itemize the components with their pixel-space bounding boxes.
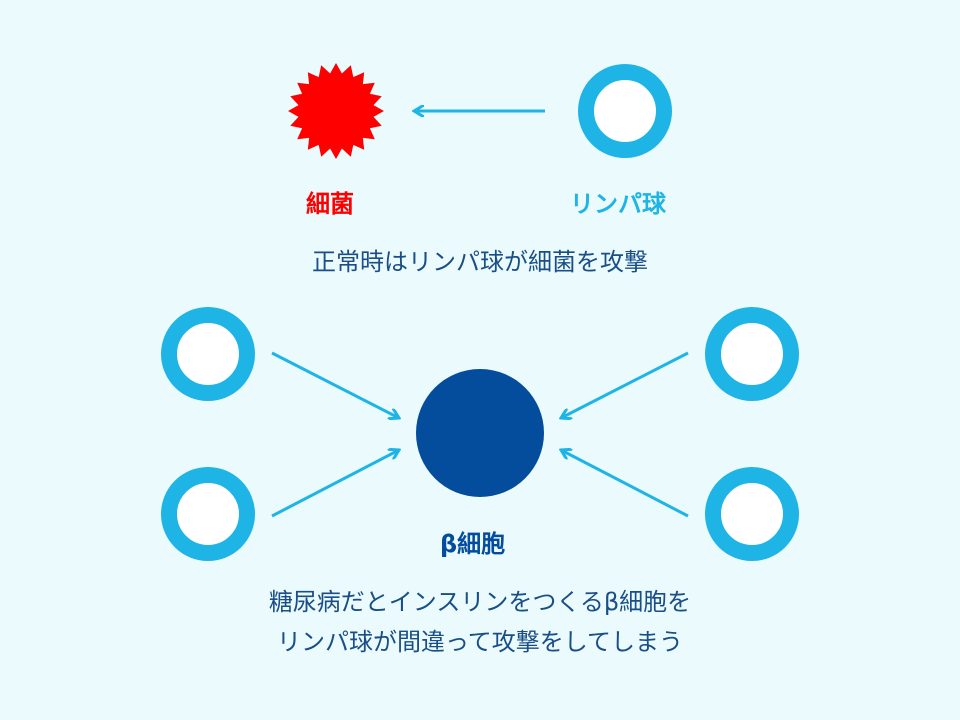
bacteria-label: 細菌: [306, 190, 354, 218]
lymphocyte-label: リンパ球: [570, 190, 666, 218]
bottom-caption-line-1: 糖尿病だとインスリンをつくるβ細胞を: [268, 588, 692, 616]
arrow-top-right-to-beta-cell: [561, 351, 689, 418]
lymphocyte-ring-bottom-left: [161, 467, 255, 561]
bacteria-shape: [288, 63, 384, 159]
bottom-caption-line-2: リンパ球が間違って攻撃をしてしまう: [276, 628, 684, 656]
lymphocyte-ring-bottom-right: [705, 467, 799, 561]
arrow-top-left-to-beta-cell: [271, 351, 399, 418]
beta-cell-label: β細胞: [440, 530, 506, 558]
lymphocyte-ring-top: [578, 64, 672, 158]
top-caption: 正常時はリンパ球が細菌を攻撃: [312, 248, 648, 276]
arrow-bottom-right-to-beta-cell: [561, 450, 689, 518]
lymphocyte-ring-top-right: [705, 307, 799, 401]
arrow-bottom-left-to-beta-cell: [271, 450, 399, 518]
lymphocyte-ring-top-left: [161, 307, 255, 401]
beta-cell-circle: [416, 369, 544, 497]
